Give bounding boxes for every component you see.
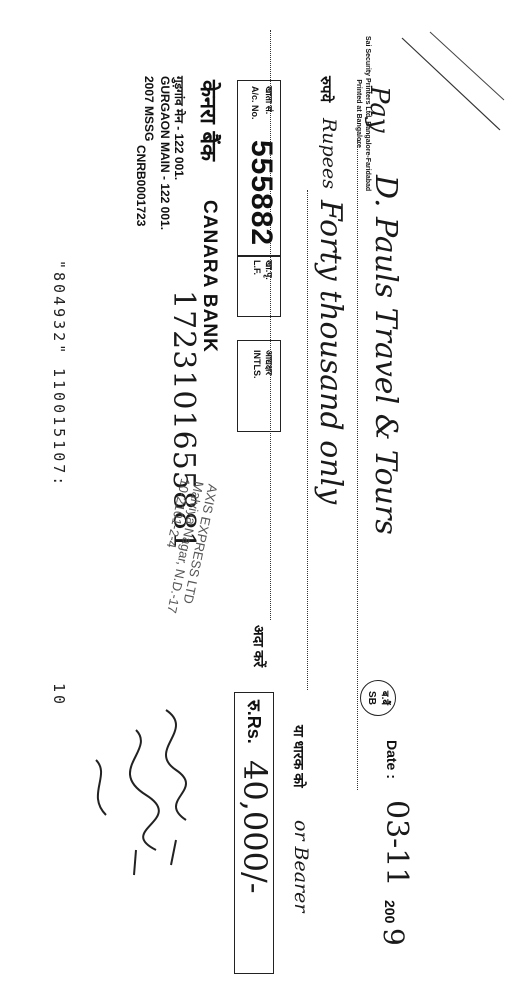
bank-name-en: CANARA BANK bbox=[199, 200, 220, 353]
ifsc-code: CNRB0001723 bbox=[134, 145, 148, 227]
corner-lines-graphic bbox=[401, 31, 505, 131]
sb-badge-bottom: SB bbox=[366, 691, 377, 705]
account-number: 555882 bbox=[245, 140, 278, 247]
lf-label-en: L.F. bbox=[252, 260, 262, 275]
date-year-suffix: 9 bbox=[377, 928, 410, 946]
signature bbox=[95, 709, 187, 876]
sb-badge-top: ब.बैं bbox=[379, 690, 390, 706]
rupees-words: Forty thousand only bbox=[313, 200, 348, 505]
account-label-en: A/c. No. bbox=[250, 86, 260, 120]
intls-label-en: INTLS. bbox=[252, 350, 262, 379]
pay-label: Pay bbox=[364, 86, 394, 133]
rupees-underline bbox=[307, 190, 308, 690]
bearer-label-en: or Bearer bbox=[290, 820, 312, 913]
bank-name-hi: केनरा बैंक bbox=[195, 80, 220, 161]
branch-line-hi: गुड़गांव मेन - 122 001. bbox=[172, 76, 186, 181]
rupees-label-hi: रुपये bbox=[317, 76, 334, 103]
date-value: 03-11 bbox=[379, 800, 414, 887]
payee-name: D. Pauls Travel & Tours bbox=[368, 175, 403, 535]
lf-label-hi: खा.पृ. bbox=[264, 260, 274, 280]
ada-karen-label: अदा करें bbox=[251, 625, 267, 668]
bank-stamp: AXIS EXPRESS LTD Malviya Nagar, N.D.-17 … bbox=[150, 477, 221, 617]
account-label-hi: खाता सं. bbox=[264, 86, 274, 115]
date-year-prefix: 200 bbox=[382, 900, 398, 924]
amount-value: 40,000/- bbox=[236, 760, 274, 894]
date-label: Date : bbox=[384, 740, 400, 779]
micr-tail: 10 bbox=[50, 683, 68, 708]
sb-badge: ब.बैं SB bbox=[360, 680, 396, 716]
branch-code: 2007 MSSG bbox=[142, 76, 156, 142]
bearer-label-hi: या धारक को bbox=[291, 725, 307, 788]
micr-part-2: 110015107: bbox=[50, 368, 68, 489]
micr-part-1: "804932" bbox=[50, 260, 68, 357]
rupees-label-en: Rupees bbox=[318, 118, 340, 189]
amount-label: रु.Rs. bbox=[244, 700, 264, 744]
branch-line-en: GURGAON MAIN - 122 001. bbox=[158, 76, 172, 231]
intls-label-hi: आद्यक्षर bbox=[264, 350, 274, 376]
pay-underline bbox=[357, 140, 358, 790]
